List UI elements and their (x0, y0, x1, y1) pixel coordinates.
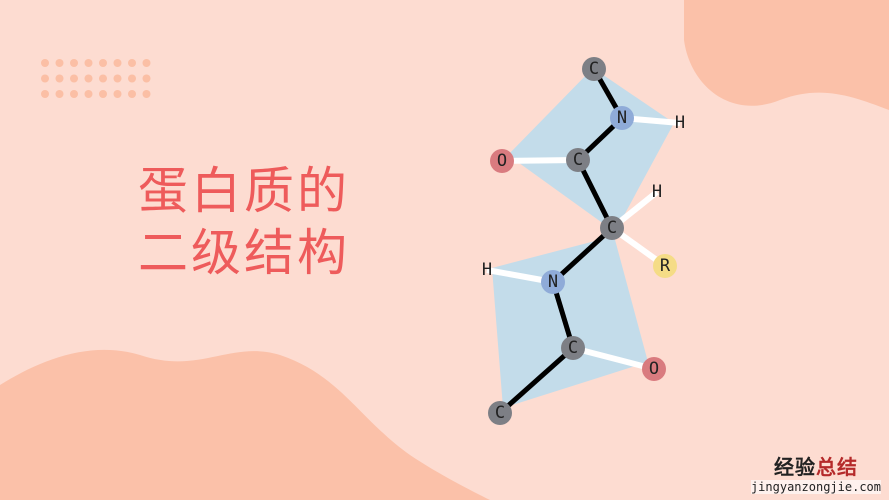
atom-label: C (568, 338, 578, 358)
atom-circle (566, 148, 590, 172)
atom-label: O (497, 151, 507, 171)
decor-dot (99, 74, 107, 83)
watermark: 经验总结 jingyanzongjie.com (750, 451, 881, 494)
decor-dot (41, 90, 49, 98)
atom-circle (490, 149, 514, 173)
decor-dot (41, 59, 49, 67)
title-line-2: 二级结构 (138, 224, 350, 282)
watermark-url: jingyanzongjie.com (750, 480, 881, 494)
atom-circle (582, 57, 606, 81)
atom-circle (561, 336, 585, 360)
atom-label: C (495, 403, 505, 423)
decor-dot (128, 90, 136, 98)
decor-dot (70, 90, 78, 98)
decor-dot (84, 90, 93, 98)
top-right-blob (684, 0, 889, 110)
decor-dot (142, 74, 151, 83)
atom-label: H (652, 182, 662, 202)
atom-circle (653, 254, 677, 278)
atom-n1: N (610, 106, 634, 130)
decor-dot (128, 74, 136, 83)
decor-dot (55, 59, 64, 67)
atom-c2: C (566, 148, 590, 172)
decor-dot (99, 90, 107, 98)
atom-label: N (548, 272, 558, 292)
atom-label: C (589, 59, 599, 79)
atom-r: R (653, 254, 677, 278)
atom-circle (541, 270, 565, 294)
decor-dot (41, 74, 49, 83)
decor-dot (142, 59, 151, 67)
atom-c1: C (582, 57, 606, 81)
decor-dot (142, 90, 151, 98)
atom-circle (610, 106, 634, 130)
atom-h1: H (675, 113, 685, 133)
atom-label: C (607, 218, 617, 238)
watermark-text-a: 经验 (773, 455, 816, 479)
atom-ca: C (600, 216, 624, 240)
decor-dot (70, 59, 78, 67)
decor-dot (55, 90, 64, 98)
decor-dot (128, 59, 136, 67)
decor-dot (70, 74, 78, 83)
atom-label: C (573, 150, 583, 170)
title-line-1: 蛋白质的 (138, 162, 350, 220)
dot-grid (41, 59, 151, 98)
atom-h3: H (482, 260, 492, 280)
atom-o1: O (490, 149, 514, 173)
atom-circle (600, 216, 624, 240)
decor-dot (113, 74, 122, 83)
atom-c4: C (488, 401, 512, 425)
decor-dot (84, 59, 93, 67)
atom-o2: O (642, 357, 666, 381)
atom-label: N (617, 108, 627, 128)
atom-n2: N (541, 270, 565, 294)
atom-label: R (660, 256, 671, 276)
bottom-left-blob (0, 349, 490, 500)
slide-title: 蛋白质的 二级结构 (138, 160, 350, 284)
decor-dot (84, 74, 93, 83)
atom-label: H (675, 113, 685, 133)
atom-label: O (649, 359, 659, 379)
peptide-plane-lower (492, 236, 648, 408)
atom-label: H (482, 260, 492, 280)
atom-circle (642, 357, 666, 381)
decor-dot (113, 59, 122, 67)
watermark-text-b: 总结 (815, 455, 858, 479)
decor-dot (55, 74, 64, 83)
atom-h2: H (652, 182, 662, 202)
atom-circle (488, 401, 512, 425)
decor-dot (99, 59, 107, 67)
decor-dot (113, 90, 122, 98)
atom-c3: C (561, 336, 585, 360)
